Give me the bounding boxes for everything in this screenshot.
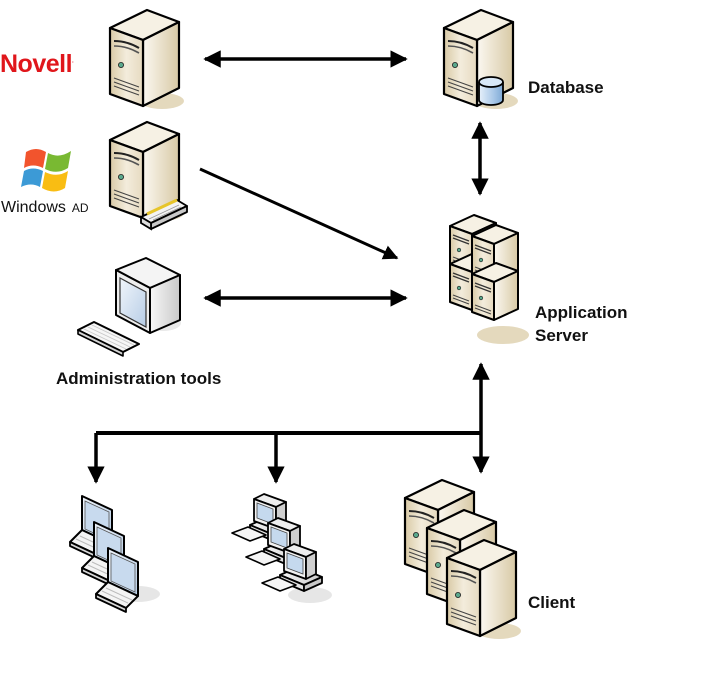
application-server-cluster-icon (449, 214, 529, 344)
client-server-stack-icon (403, 478, 523, 641)
windows-ad-label: Windows AD (1, 199, 89, 217)
novell-logo-mark: . (72, 58, 74, 65)
application-server-label-line2: Server (535, 326, 588, 345)
desktop-computer-icon (77, 257, 181, 357)
arrow-windows-appserver (199, 167, 399, 260)
windows-ad-server-icon (108, 120, 188, 231)
administration-tools-label: Administration tools (56, 369, 222, 388)
database-server-icon (442, 8, 520, 111)
ad-label-text: AD (71, 201, 89, 215)
novell-logo: Novell. (0, 50, 74, 79)
client-label: Client (528, 593, 576, 612)
windows-label-text: Windows (1, 199, 66, 216)
connections (87, 50, 490, 484)
laptop-group-icon (69, 495, 160, 613)
windows-logo-icon (21, 149, 71, 192)
novell-logo-text: Novell (0, 50, 73, 78)
application-server-label-line1: Application (535, 303, 628, 322)
database-cylinder-icon (478, 76, 504, 106)
network-card-icon (140, 198, 188, 231)
database-label: Database (528, 78, 604, 97)
workstation-group-icon (231, 493, 332, 603)
novell-server-icon (108, 8, 186, 111)
keyboard-icon (77, 321, 140, 357)
